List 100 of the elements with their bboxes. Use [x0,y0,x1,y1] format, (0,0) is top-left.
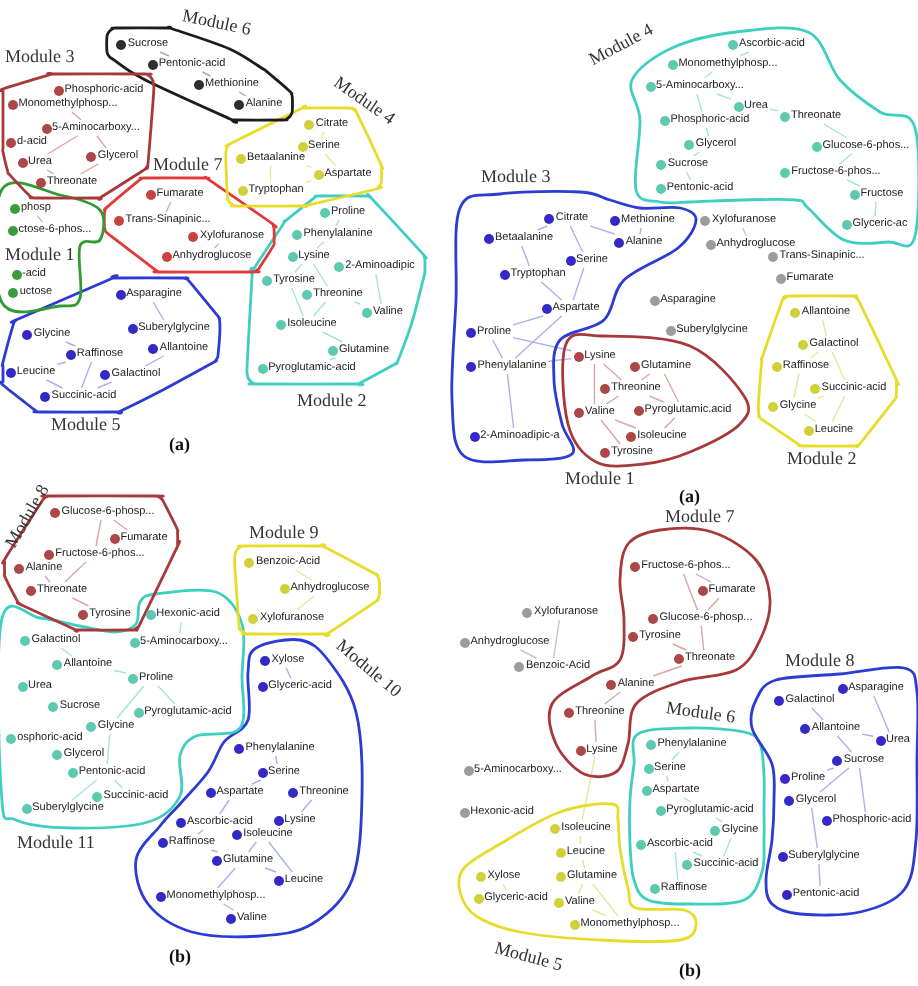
edge-line [320,131,325,139]
edge-line [810,807,819,849]
module-title: Module 6 [179,5,252,39]
edge-line [312,263,329,287]
edge-line [514,315,563,359]
edge-line [739,51,750,57]
module-title: Module 6 [663,697,736,727]
edge-line [695,573,712,583]
edge-line [769,108,779,112]
edge-line [268,841,293,873]
edge-line [520,245,531,267]
edge-line [579,835,582,845]
edge-line [874,201,877,217]
edge-line [506,373,515,429]
edge-line [295,595,316,611]
edge-line [45,379,64,389]
edge-line [581,859,586,869]
edge-line [178,621,183,635]
edge-line [354,301,361,305]
edge-line [152,301,165,321]
edge-line [328,357,337,361]
edge-line [836,735,853,753]
edge-line [547,357,572,362]
edge-line [703,71,713,79]
edge-line [79,163,100,175]
module-title: Module 11 [17,832,95,852]
edge-line [809,351,820,359]
edge-line [247,841,257,853]
module-title: Module 2 [787,448,857,468]
edge-line [96,381,113,389]
edge-line [716,93,732,100]
edge-line [707,597,720,611]
edge-line [540,281,563,301]
edge-line [602,363,623,381]
panel-label: (a) [169,434,190,454]
module-title: Module 7 [665,506,735,526]
edge-line [113,779,124,789]
edge-line [157,685,176,705]
edge-line [492,339,503,359]
edge-line [671,751,680,761]
edge-line [512,336,572,352]
edge-line [552,619,560,659]
edge-line [113,669,127,674]
edge-line [803,413,818,423]
edge-line [519,649,538,659]
edge-line [304,180,313,183]
module-title: Module 5 [51,414,121,434]
edge-line [275,755,278,765]
module-title: Module 8 [785,650,855,670]
edge-line [112,519,129,531]
edge-line [639,227,642,235]
edge-line [375,273,382,305]
edge-line [861,733,874,737]
module-title: Module 1 [5,244,75,264]
edge-line [269,165,272,183]
edge-line [197,829,204,835]
edge-line [321,331,344,343]
edge-line [44,575,51,583]
edge-line [723,837,732,857]
edge-line [201,71,212,77]
edge-line [577,883,584,895]
edge-line [71,779,98,801]
edge-line [46,135,78,155]
edge-line [216,867,237,889]
edge-line [818,863,821,887]
edge-line [696,93,703,113]
edge-line [600,419,621,445]
module-title: Module 2 [297,390,367,410]
edge-line [60,647,73,657]
edge-line [591,909,607,917]
edge-line [665,775,669,783]
edge-line [685,171,692,181]
edge-line [572,267,585,301]
edge-line [335,219,340,227]
edge-line [46,169,55,175]
edge-line [210,849,219,853]
edge-line [95,519,102,547]
edge-line [663,373,680,403]
edge-line [793,373,800,399]
module-title: Module 9 [249,522,319,542]
edge-line [594,719,597,743]
edge-line [305,165,313,168]
module-title: Module 1 [565,468,635,488]
edge-line [700,625,705,651]
edge-line [692,851,703,857]
edge-line [65,341,76,347]
edge-line [846,179,861,187]
edge-line [692,151,700,157]
edge-line [64,561,87,583]
edge-line [537,225,548,231]
edge-line [816,395,825,399]
edge-line [144,355,165,367]
edge-line [821,319,828,337]
panel-label: (b) [169,946,191,966]
edge-line [316,241,325,249]
edge-line [819,767,850,793]
edge-line [614,419,637,429]
panel-label: (a) [679,486,700,506]
edge-line [858,767,867,813]
edge-line [873,695,890,733]
